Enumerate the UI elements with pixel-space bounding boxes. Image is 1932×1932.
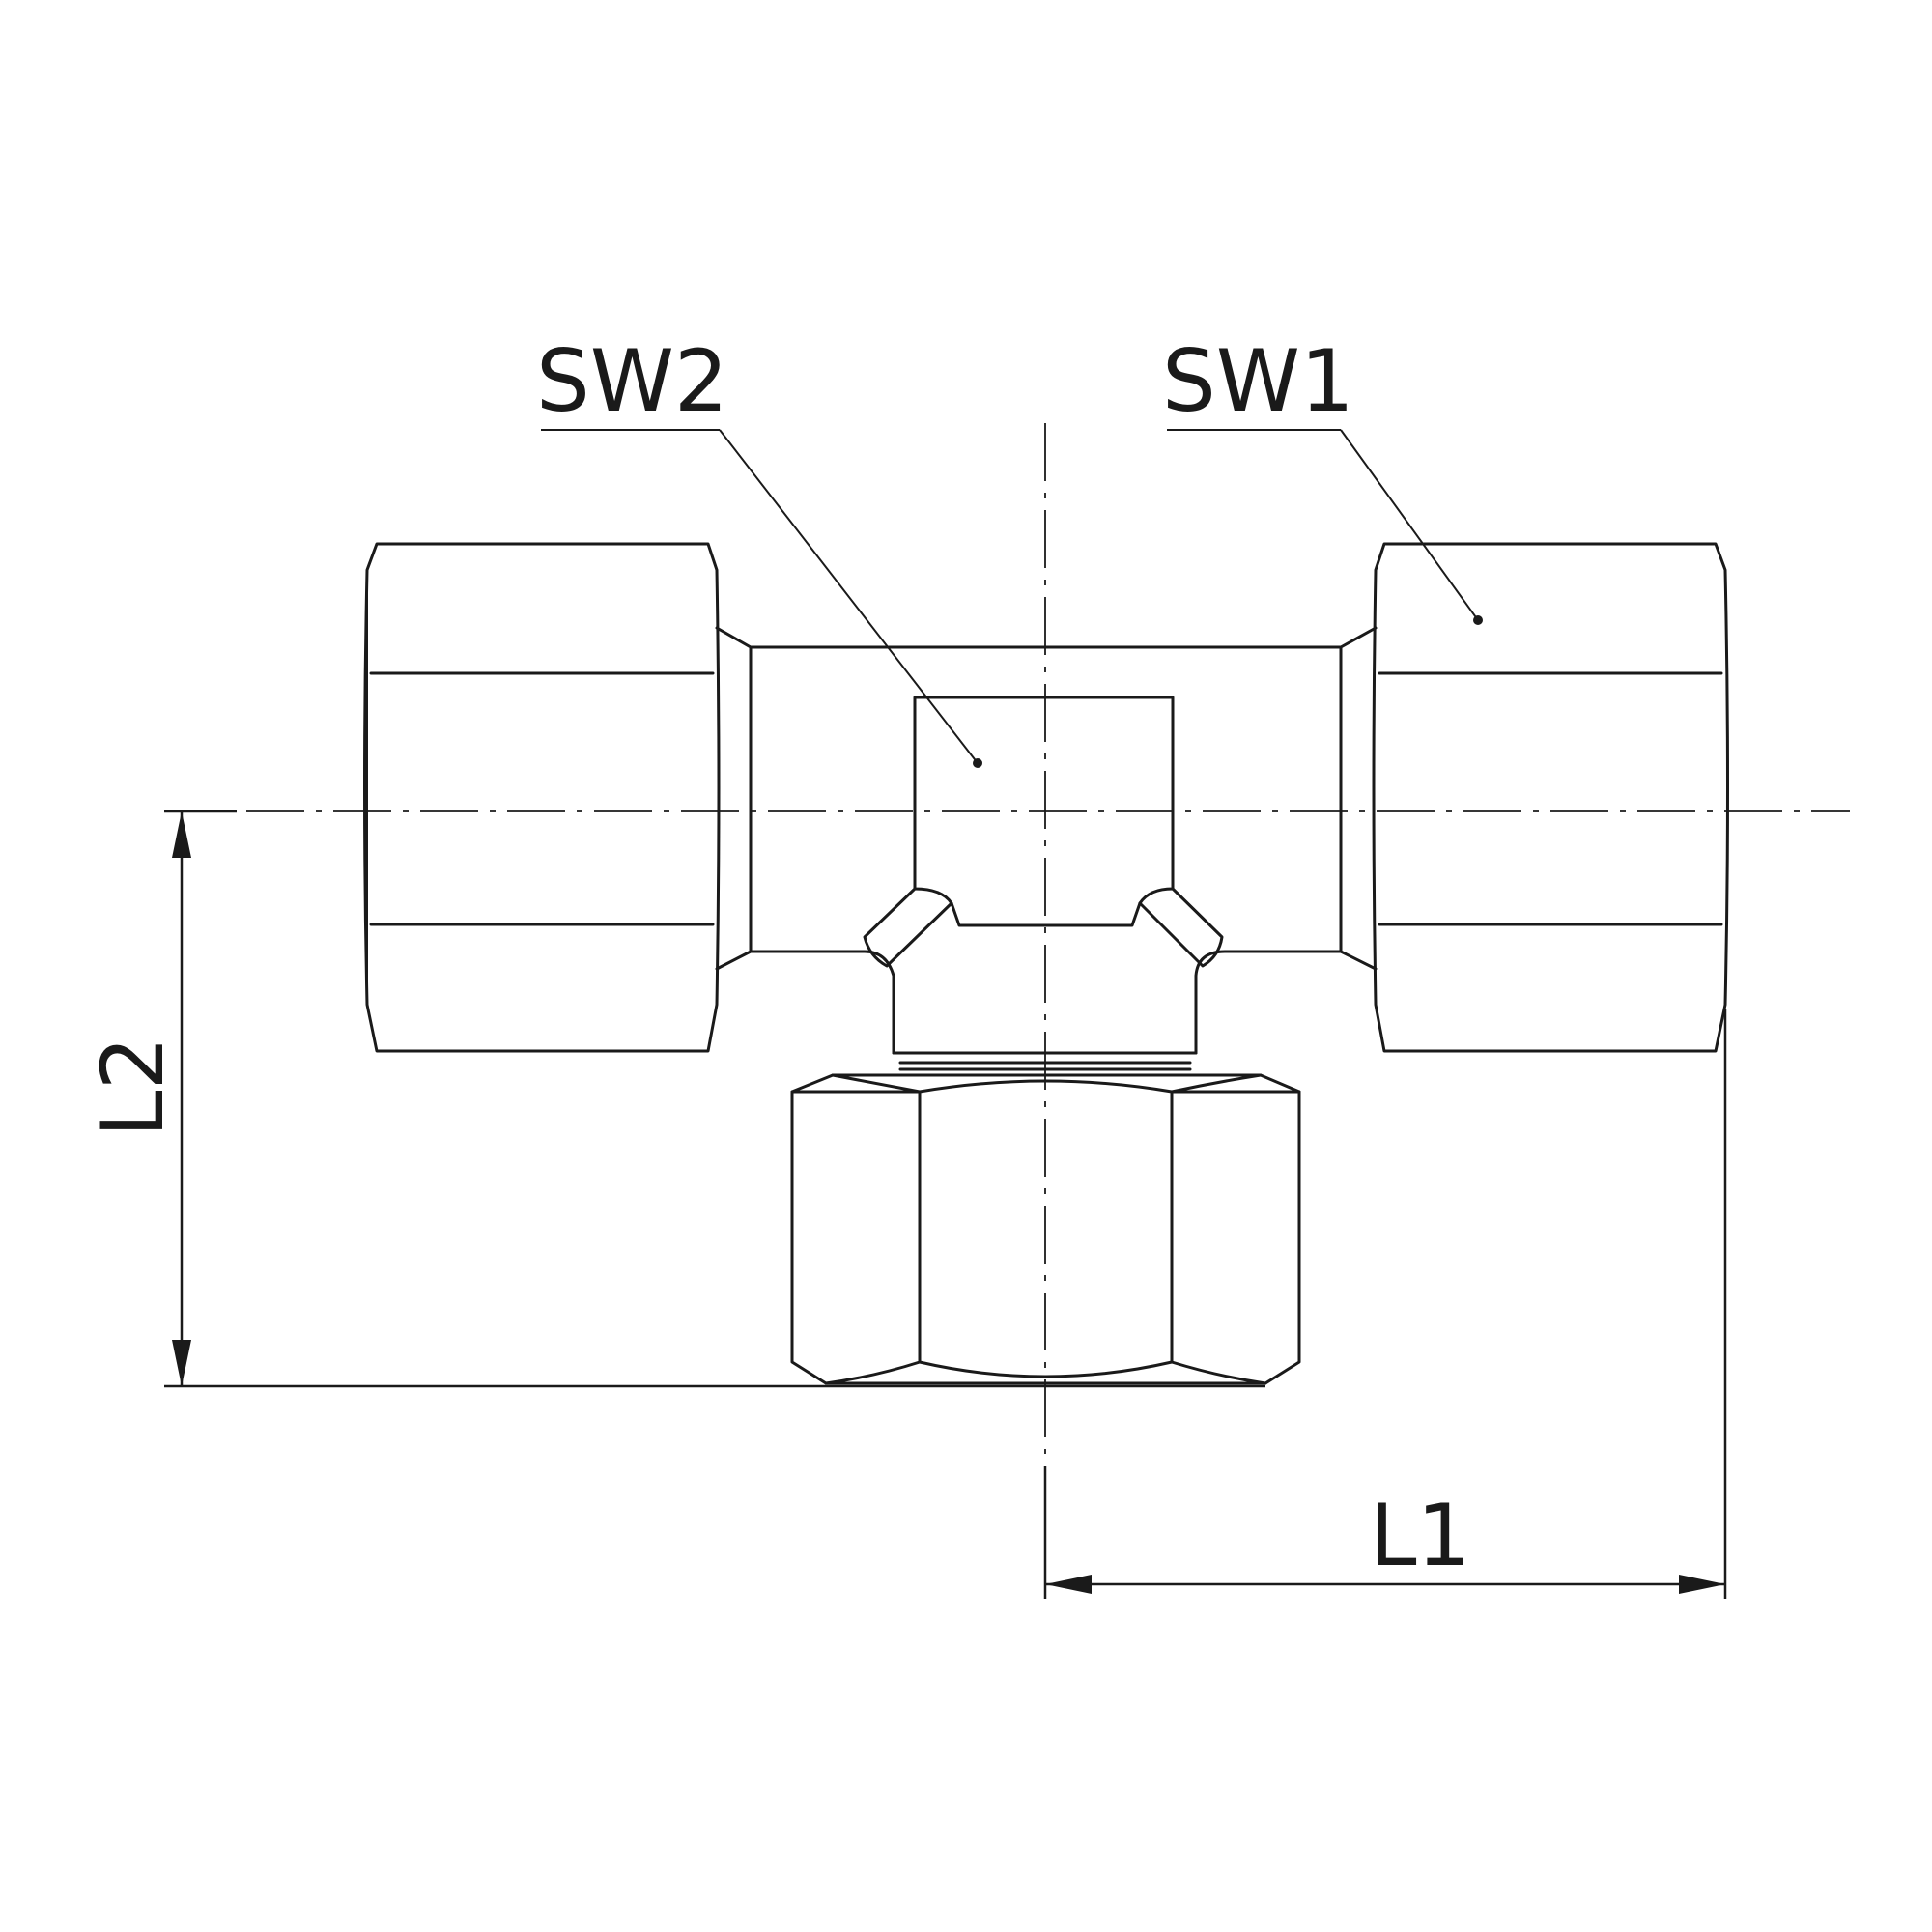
right-neck (1339, 626, 1378, 971)
right-hex-outline (1372, 542, 1729, 1053)
sw1-label: SW1 (1162, 331, 1354, 431)
tee-body (715, 626, 1378, 1071)
left-neck (715, 626, 753, 971)
sw1-leader-dot (1473, 615, 1483, 625)
body-bottom-edge-right (1194, 950, 1343, 1055)
left-hex-outline (363, 542, 721, 1053)
bottom-hex-arc-bottom-right (1170, 1360, 1267, 1385)
bottom-hex-outline (790, 1073, 1301, 1385)
dimension-l1: L1 (1043, 1009, 1727, 1599)
center-lines (246, 423, 1850, 1454)
body-bottom-edge-left (749, 950, 895, 1055)
bottom-hex-arc-top-right (1170, 1073, 1263, 1094)
bottom-hex-arc-top-left (831, 1073, 922, 1094)
right-hex-nut (1372, 542, 1729, 1053)
sw2-leader-dot (973, 758, 982, 768)
l1-arrow-left (1045, 1575, 1092, 1594)
leader-sw2: SW2 (536, 331, 982, 768)
sw1-leader-line (1340, 429, 1479, 621)
left-chamfer (863, 887, 953, 968)
bottom-hex-arc-bottom-mid (918, 1360, 1174, 1378)
left-hex-nut (363, 542, 721, 1053)
bottom-hex-arc-bottom-left (824, 1360, 922, 1385)
l2-arrow-bottom (172, 1340, 191, 1386)
bottom-hex-nut (790, 1073, 1301, 1385)
wrench-flat-sw2 (913, 696, 1175, 927)
dimension-l2: L2 (83, 810, 1265, 1388)
l2-arrow-top (172, 811, 191, 858)
right-chamfer (1138, 887, 1224, 968)
l2-label: L2 (83, 1036, 183, 1137)
l1-arrow-right (1679, 1575, 1725, 1594)
sw2-label: SW2 (536, 331, 728, 431)
l1-label: L1 (1369, 1486, 1470, 1585)
sw2-leader-line (719, 429, 979, 764)
leader-sw1: SW1 (1162, 331, 1483, 625)
bottom-hex-arc-top-mid (918, 1079, 1174, 1094)
